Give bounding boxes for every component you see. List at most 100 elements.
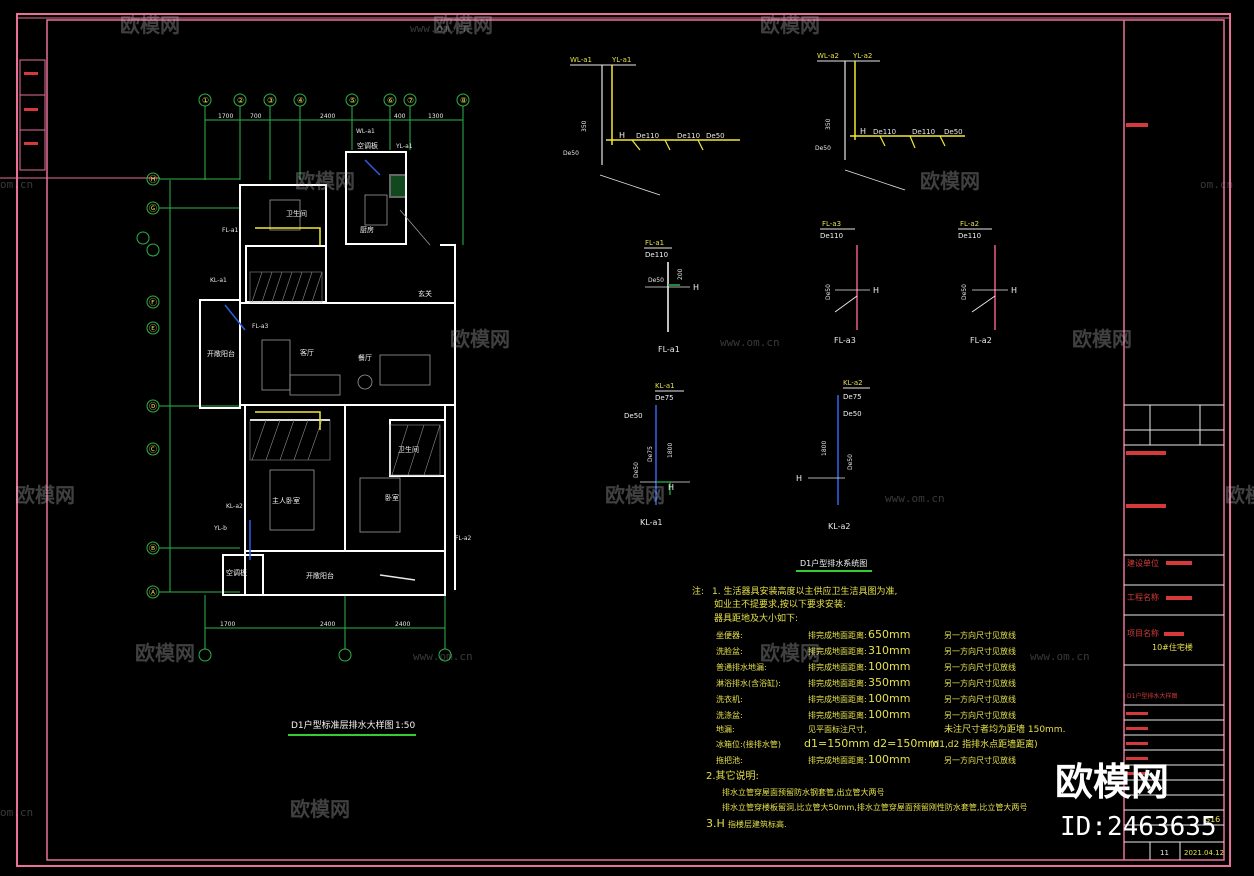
- walls: [199, 151, 456, 596]
- note-row-3-desc: 排完成地面距离:: [808, 662, 867, 672]
- note-row-3-tail: 另一方向尺寸见放线: [944, 662, 1016, 672]
- wl-a1-tag: WL-a1: [570, 56, 592, 64]
- room-balcony-left: 开敞阳台: [207, 349, 235, 358]
- riser-wl-a1: WL-a1 YL-a1 De110 De110 De50 H De50 350: [563, 56, 740, 196]
- fl-a3-name: FL-a3: [834, 336, 856, 345]
- note-row-6-desc: 排完成地面距离:: [808, 710, 867, 720]
- tb-drawing-name: D1户型排水大样图: [1127, 692, 1177, 700]
- room-bath-top: 卫生间: [286, 209, 307, 218]
- wl-a1-lbl-3: De50: [706, 132, 725, 140]
- room-entry: 玄关: [418, 289, 432, 298]
- room-bath2: 卫生间: [398, 445, 419, 454]
- grid-top-4: ④: [297, 96, 304, 105]
- plan-scale: 1:50: [395, 721, 415, 731]
- grid-top-8: ⑧: [460, 96, 467, 105]
- brand-id: ID:2463635: [1060, 812, 1217, 842]
- plan-pipes: [224, 159, 416, 581]
- inner-frame: [46, 19, 1225, 861]
- room-aircon-top: 空调板: [357, 141, 378, 150]
- note-row-7-item: 地漏:: [716, 724, 735, 734]
- grid-left-h: Ⓗ: [149, 175, 157, 184]
- watermark-brand: 欧模网: [920, 169, 980, 193]
- grid-bubbles-bottom: [198, 595, 452, 662]
- tb-date: 2021.04.12: [1184, 849, 1224, 857]
- kl-a2-name: KL-a2: [828, 522, 850, 531]
- watermark-url: www.om.cn: [885, 492, 945, 505]
- notes-n1b: 如业主不提要求,按以下要求安装:: [714, 598, 846, 610]
- fl-a3-pipe: De110: [820, 232, 843, 240]
- note-row-2-tail: 另一方向尺寸见放线: [944, 646, 1016, 656]
- watermark-brand: 欧模网: [135, 641, 195, 665]
- grid-bubbles-left: [136, 172, 240, 599]
- note-row-6-tail: 另一方向尺寸见放线: [944, 710, 1016, 720]
- kl-a2-top: KL-a2: [843, 379, 863, 387]
- note-row-8-tail: (d1,d2 指排水点距墙距离): [930, 738, 1038, 750]
- watermark-brand: 欧模网: [1072, 327, 1132, 351]
- note-row-7-desc: 见平面标注尺寸,: [808, 724, 867, 734]
- watermark-brand: 欧模网: [295, 169, 355, 193]
- riser-fl-a3: FL-a3 De110 H De50 FL-a3: [820, 220, 879, 345]
- watermarks: 欧模网 欧模网 欧模网 欧模网 欧模网 欧模网 欧模网 欧模网 欧模网 欧模网 …: [0, 13, 1254, 821]
- note-row-4-tail: 另一方向尺寸见放线: [944, 678, 1016, 688]
- pipe-tag-wl: WL-a1: [356, 128, 375, 135]
- grid-top-3: ③: [267, 96, 274, 105]
- pipe-tag-kl1: KL-a1: [210, 277, 227, 284]
- room-balcony-bottom: 开敞阳台: [306, 571, 334, 580]
- outer-frame: [16, 13, 1231, 867]
- grid-top-2: ②: [237, 96, 244, 105]
- yl-a2-tag: YL-a2: [852, 52, 872, 60]
- watermark-url: www.om.cn: [413, 650, 473, 663]
- grid-left-a: Ⓐ: [149, 588, 157, 597]
- pipe-tag-kl2: KL-a2: [226, 503, 243, 510]
- furniture: [261, 194, 431, 533]
- note-row-1-desc: 排完成地面距离:: [808, 630, 867, 640]
- fl-a3-h: H: [873, 286, 879, 295]
- notes: 注: 1. 生活器具安装高度以主供应卫生洁具图为准, 如业主不提要求,按以下要求…: [692, 585, 1065, 830]
- fl-a2-h: H: [1011, 286, 1017, 295]
- watermark-brand: 欧模网: [120, 13, 180, 37]
- system-title: D1户型排水系统图: [800, 558, 867, 568]
- fl-a1-branch: De50: [648, 277, 664, 284]
- grid-left-g: Ⓖ: [149, 204, 157, 213]
- grid-top-7: ⑦: [407, 96, 414, 105]
- kl-a1-dim: 1800: [667, 443, 674, 458]
- fl-a3-branch: De50: [825, 284, 832, 300]
- note-row-6-val: 100mm: [868, 708, 910, 721]
- watermark-url-cut: om.cn: [0, 806, 33, 819]
- grid-left-e: Ⓔ: [149, 324, 157, 333]
- watermark-brand: 欧模网: [433, 13, 493, 37]
- note-row-5-val: 100mm: [868, 692, 910, 705]
- pipe-tag-yl: YL-a1: [395, 143, 413, 150]
- notes-n2: 2.其它说明:: [706, 769, 759, 782]
- wl-a2-lbl-2: De110: [912, 128, 935, 136]
- notes-label: 注:: [692, 585, 704, 597]
- watermark-url-cut: om.cn: [1200, 178, 1233, 191]
- dim-top-1: 1700: [218, 113, 233, 120]
- wl-a2-tag: WL-a2: [817, 52, 839, 60]
- notes-n2b: 排水立管穿楼板留洞,比立管大50mm,排水立管穿屋面预留刚性防水套管,比立管大两…: [722, 802, 1027, 812]
- fl-a1-dim: 200: [677, 268, 684, 280]
- note-row-3-item: 普通排水地漏:: [716, 662, 767, 672]
- kl-a1-top: KL-a1: [655, 382, 675, 390]
- kl-a2-b: De50: [847, 454, 854, 470]
- wl-a1-lbl-2: De110: [677, 132, 700, 140]
- title-block: 建设单位 工程名称 项目名称 10#住宅楼 D1户型排水大样图 S16 11 2…: [1123, 20, 1224, 860]
- wl-a1-lbl-6: 350: [581, 120, 588, 132]
- kl-a2-pipe: De75: [843, 393, 862, 401]
- watermark-brand: 欧模网: [290, 797, 350, 821]
- notes-n3: 3.H: [706, 817, 725, 830]
- note-row-7-tail: 未注尺寸者均为距墙 150mm.: [944, 723, 1065, 735]
- grid-left-d: Ⓓ: [149, 402, 157, 411]
- fl-a3-top: FL-a3: [822, 220, 841, 228]
- floor-plan: ① ② ③ ④ ⑤ ⑥ ⑦ ⑧ 1700 700 2400 400 1300: [136, 93, 472, 736]
- note-row-6-item: 洗涤盆:: [716, 710, 743, 720]
- note-row-9-item: 拖把池:: [716, 755, 743, 765]
- tb-sheet: 11: [1160, 849, 1169, 857]
- note-row-4-desc: 排完成地面距离:: [808, 678, 867, 688]
- pipe-tag-fl3: FL-a3: [252, 323, 269, 330]
- notes-n2a: 排水立管穿屋面预留防水钢套管,出立管大两号: [722, 787, 885, 797]
- riser-kl-a1: KL-a1 De75 De50 De75 De50 1800 H KL-a1: [624, 382, 690, 527]
- pipe-tag-yl-b: YL-b: [213, 525, 227, 532]
- brand-logo-text: 欧模网: [1055, 760, 1169, 804]
